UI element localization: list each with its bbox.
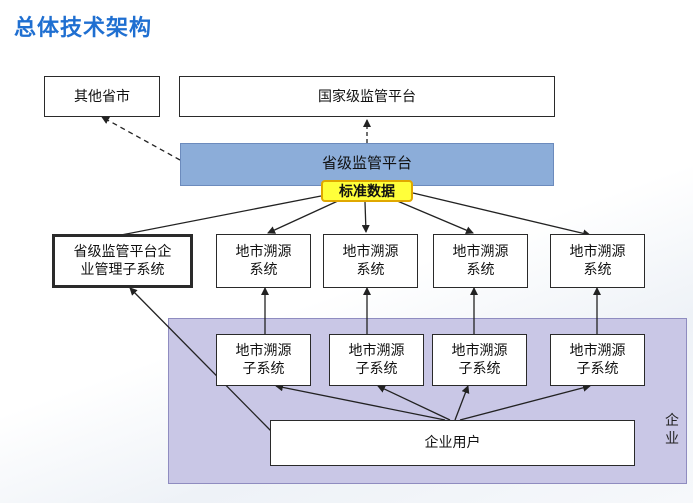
arrow-user-sub-3 [454, 385, 470, 421]
provincial-platform-box: 省级监管平台 [180, 143, 554, 186]
city-system-3-line-1: 地市溯源 [452, 244, 509, 260]
region-label-char-1: 企 [665, 413, 679, 429]
city-system-box-2: 地市溯源 系统 [323, 234, 418, 288]
arrow-user-sub-1 [275, 383, 446, 421]
city-system-box-4: 地市溯源 系统 [550, 234, 645, 288]
enterprise-user-label: 企业用户 [424, 435, 481, 451]
city-subsystem-box-3: 地市溯源 子系统 [432, 334, 527, 386]
enterprise-subsystem-box: 省级监管平台企 业管理子系统 [52, 234, 193, 288]
city-subsystem-3-line-2: 子系统 [458, 361, 501, 377]
arrow-city-system-2 [361, 201, 370, 233]
arrow-city-system-4 [412, 192, 591, 238]
arrow-city-system-1 [267, 199, 341, 234]
standard-data-label: 标准数据 [339, 184, 395, 200]
enterprise-subsystem-line-2: 业管理子系统 [80, 262, 165, 278]
city-subsystem-1-line-1: 地市溯源 [235, 343, 292, 359]
city-subsystem-4-line-2: 子系统 [576, 361, 619, 377]
provincial-platform-label: 省级监管平台 [321, 154, 412, 172]
city-system-2-line-1: 地市溯源 [342, 244, 399, 260]
enterprise-user-box: 企业用户 [270, 420, 635, 466]
region-label-char-2: 业 [665, 431, 679, 447]
arrow-city-system-3 [394, 199, 474, 234]
arrow-user-sub-2 [377, 385, 451, 421]
city-subsystem-1-line-2: 子系统 [242, 361, 285, 377]
city-subsystem-2-line-1: 地市溯源 [348, 343, 405, 359]
line-to-enterprise-subsystem [115, 195, 322, 237]
arrow-user-enterprise-subsystem [129, 287, 273, 433]
city-system-box-1: 地市溯源 系统 [216, 234, 311, 288]
national-platform-label: 国家级监管平台 [318, 88, 416, 105]
city-subsystem-4-line-1: 地市溯源 [569, 343, 626, 359]
city-system-box-3: 地市溯源 系统 [433, 234, 528, 288]
city-subsystem-3-line-1: 地市溯源 [451, 343, 508, 359]
enterprise-region-label: 企 业 [662, 412, 682, 448]
city-subsystem-2-line-2: 子系统 [355, 361, 398, 377]
page-title: 总体技术架构 [14, 16, 153, 41]
city-subsystem-box-1: 地市溯源 子系统 [216, 334, 311, 386]
other-province-label: 其他省市 [74, 88, 130, 105]
dashed-arrow-other-province [101, 116, 181, 161]
city-system-4-line-1: 地市溯源 [569, 244, 626, 260]
city-system-1-line-1: 地市溯源 [235, 244, 292, 260]
city-system-2-line-2: 系统 [356, 262, 385, 278]
national-platform-box: 国家级监管平台 [179, 76, 555, 117]
city-system-4-line-2: 系统 [583, 262, 612, 278]
arrow-user-sub-4 [459, 383, 591, 421]
city-system-1-line-2: 系统 [249, 262, 278, 278]
other-province-box: 其他省市 [44, 76, 160, 117]
standard-data-badge: 标准数据 [321, 180, 413, 202]
enterprise-subsystem-line-1: 省级监管平台企 [73, 244, 172, 260]
city-system-3-line-2: 系统 [466, 262, 495, 278]
city-subsystem-box-2: 地市溯源 子系统 [329, 334, 424, 386]
city-subsystem-box-4: 地市溯源 子系统 [550, 334, 645, 386]
